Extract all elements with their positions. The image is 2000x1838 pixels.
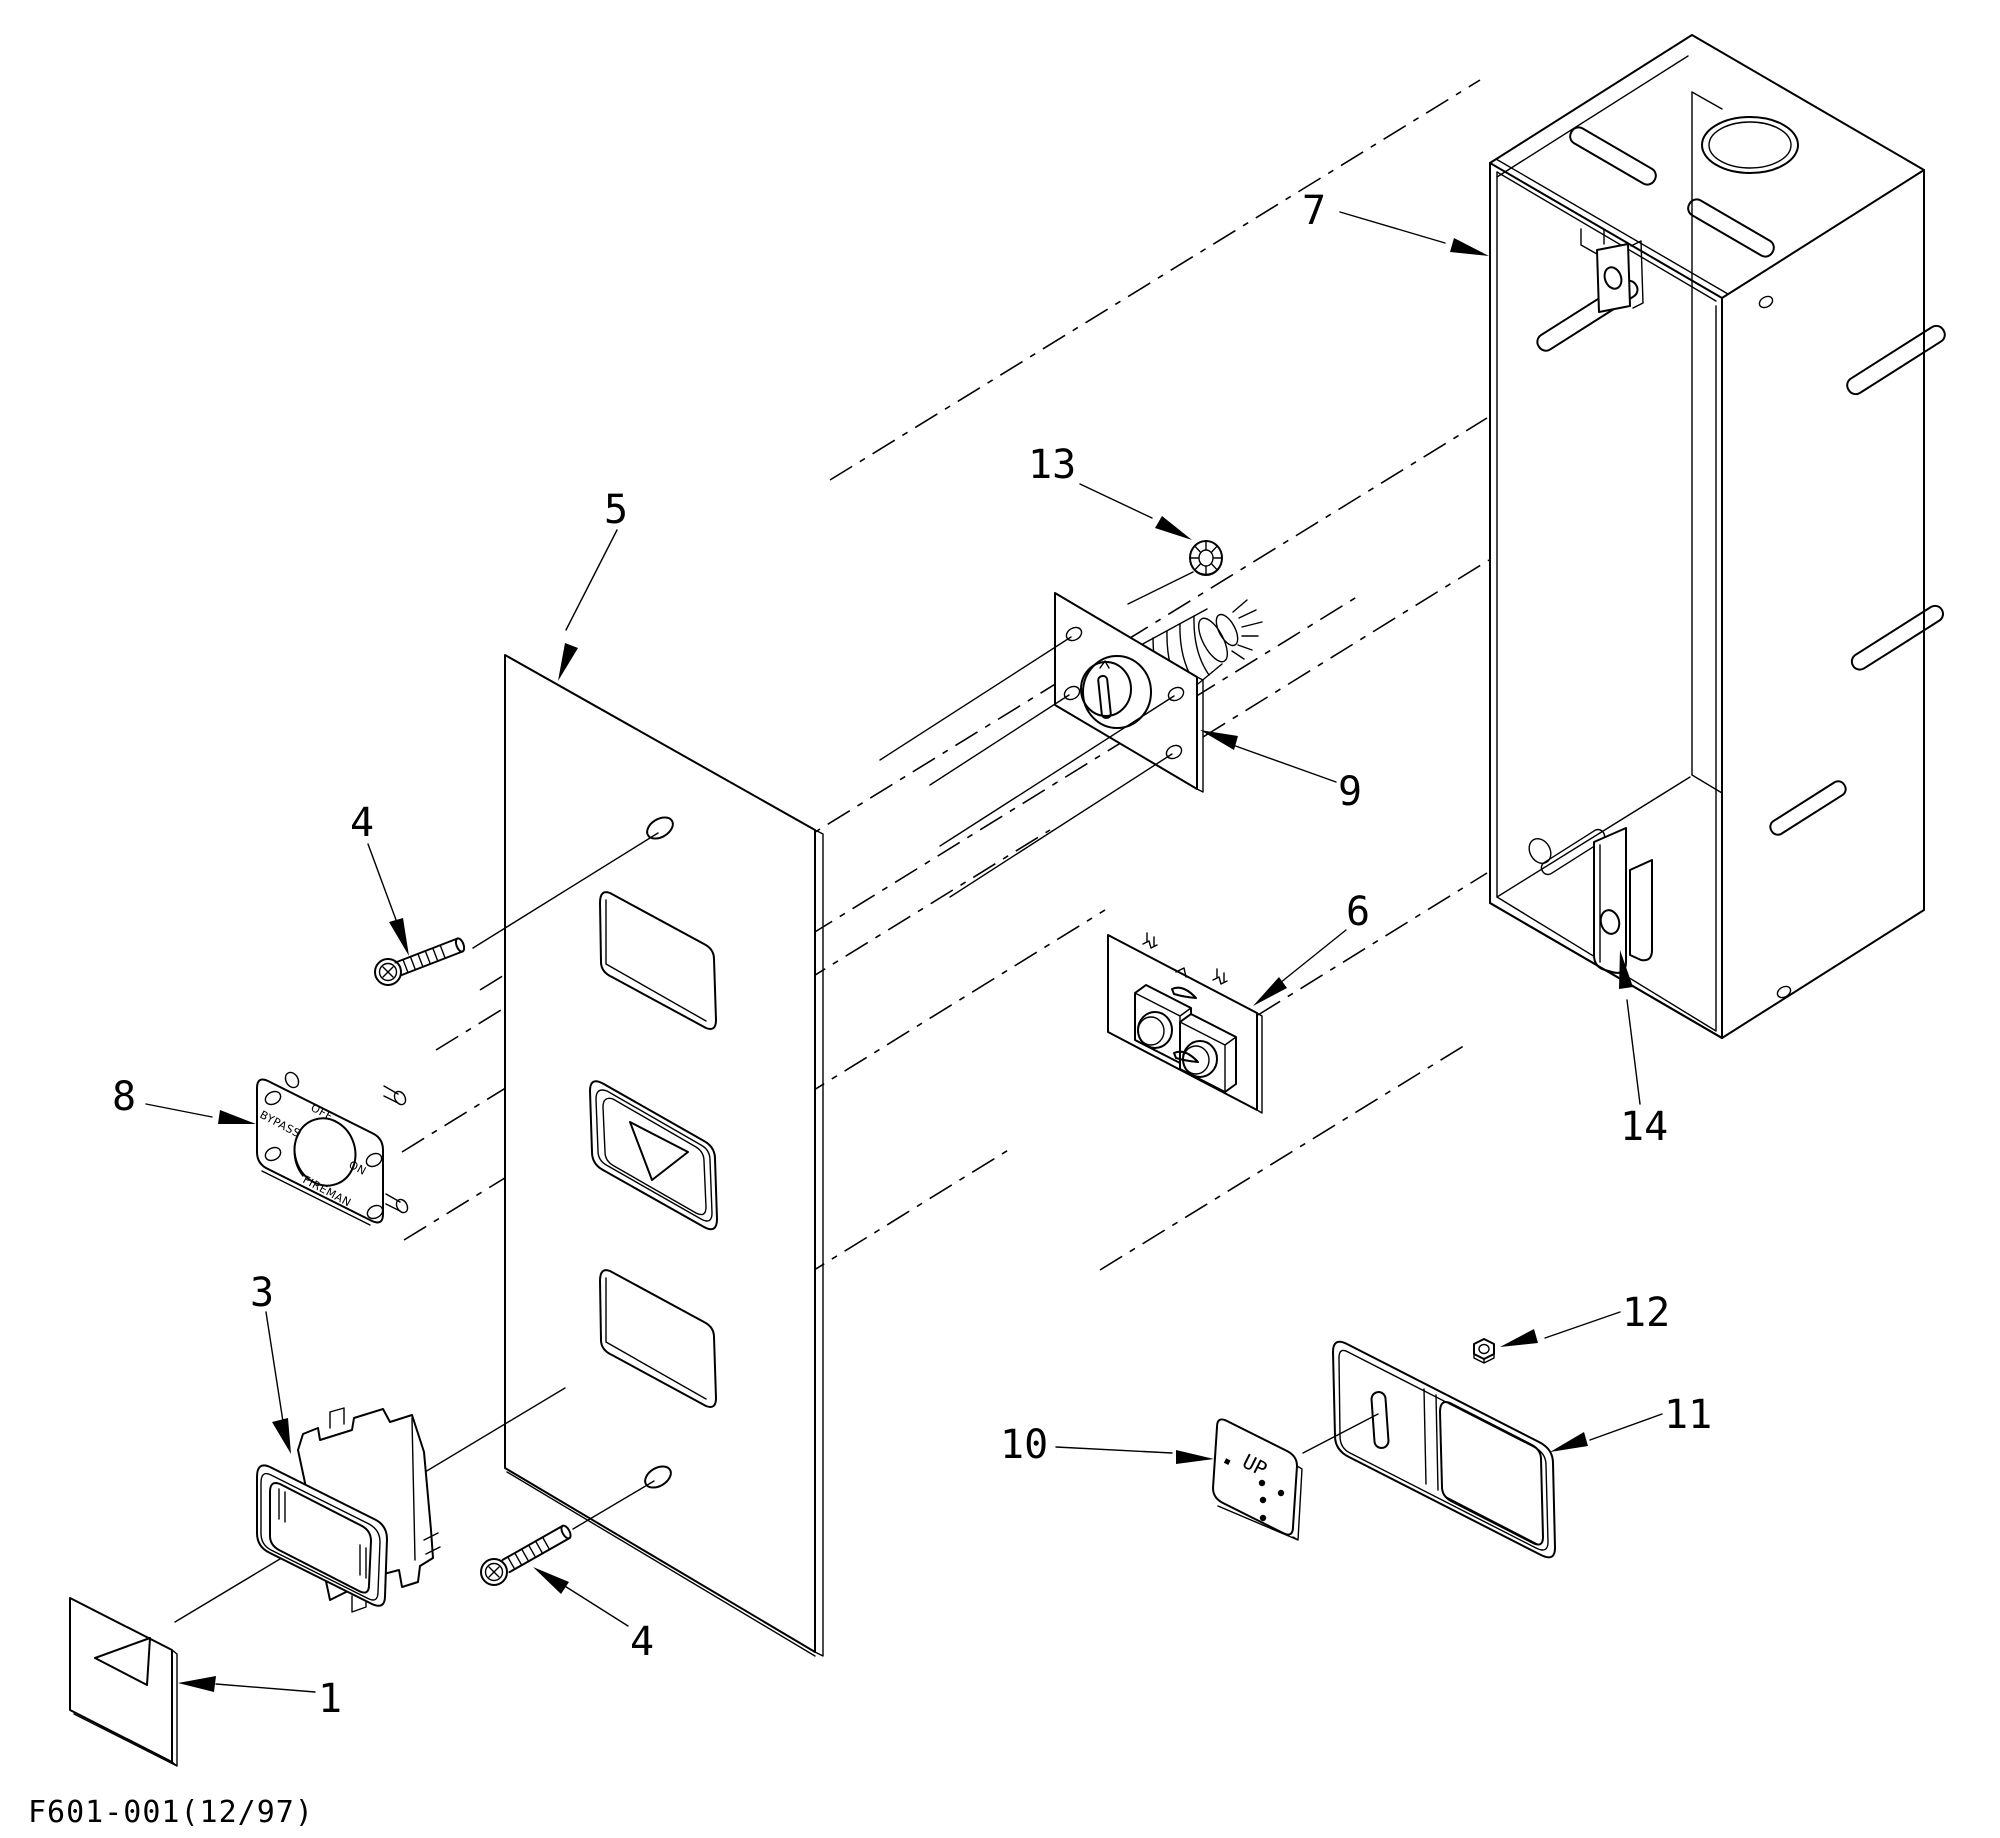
- right-slot-1: [1846, 324, 1946, 396]
- right-slot-3: [1769, 780, 1847, 836]
- pushbutton-assembly: [256, 1407, 441, 1613]
- bottom-mounting-tab: [1593, 827, 1653, 974]
- callout-7: 7: [1302, 188, 1489, 256]
- faceplate-cutout-upper: [599, 891, 717, 1030]
- arrow-plate: [69, 1597, 178, 1767]
- side-hole-lower: [1528, 837, 1552, 865]
- switch-terminals: [1231, 599, 1263, 660]
- callout-4-top-label: 4: [350, 800, 374, 846]
- callout-4-top: 4: [350, 800, 409, 956]
- button-bezel-frame: [1332, 1340, 1556, 1559]
- bezel-window: [1439, 1401, 1544, 1546]
- callout-10: 10: [1000, 1422, 1214, 1468]
- top-slot-2: [1687, 198, 1775, 258]
- callout-13: 13: [1028, 442, 1192, 540]
- tab-hole: [1603, 266, 1623, 290]
- bezel-key-slot: [1370, 1391, 1390, 1449]
- pcb-terminal-1: [1142, 932, 1158, 949]
- callout-14: 14: [1619, 950, 1668, 1150]
- knockout-circle: [1701, 116, 1799, 174]
- lock-cylinder: [1082, 655, 1152, 729]
- callout-4-bottom-label: 4: [630, 1619, 654, 1665]
- key-slot: [1097, 674, 1112, 719]
- faceplate-cutout-lower: [599, 1269, 717, 1408]
- callout-9: 9: [1200, 730, 1362, 815]
- right-slot-2: [1850, 604, 1944, 671]
- upper-mounting-tab: [1580, 228, 1644, 313]
- faceplate: [504, 654, 824, 1657]
- callout-1: 1: [178, 1676, 342, 1722]
- callout-3: 3: [250, 1270, 291, 1454]
- arrow-plate-triangle: [94, 1637, 151, 1686]
- side-slot-upper: [1536, 279, 1639, 352]
- callout-5: 5: [558, 487, 628, 681]
- callout-8-label: 8: [112, 1074, 136, 1120]
- key-switch: [1054, 592, 1263, 793]
- screw-top: [374, 937, 466, 986]
- callouts: 1 3 4 4 5 6 7: [112, 188, 1712, 1722]
- callout-6: 6: [1253, 889, 1370, 1006]
- callout-11-label: 11: [1664, 1392, 1712, 1438]
- faceplate-button-bezel: [589, 1080, 718, 1231]
- callout-5-label: 5: [604, 487, 628, 533]
- speed-nut: [1189, 540, 1223, 576]
- keyswitch-hole: [293, 1117, 357, 1187]
- up-button-cap: UP: [1212, 1418, 1303, 1541]
- callout-6-label: 6: [1346, 889, 1370, 935]
- down-arrow-triangle: [629, 1121, 689, 1181]
- callout-13-label: 13: [1028, 442, 1076, 488]
- leader-lines: [472, 571, 1379, 1530]
- callout-12-label: 12: [1622, 1290, 1670, 1336]
- tab-14-hole: [1599, 909, 1621, 935]
- callout-14-label: 14: [1620, 1104, 1668, 1150]
- callout-4-bottom: 4: [533, 1567, 654, 1665]
- callout-11: 11: [1550, 1392, 1712, 1452]
- callout-7-label: 7: [1302, 188, 1326, 234]
- drawing-number: F601-001(12/97): [28, 1795, 314, 1830]
- bypass-plate: BYPASS OFF ON FIREMAN: [256, 1071, 409, 1226]
- callout-3-label: 3: [250, 1270, 274, 1316]
- top-slot-1: [1569, 126, 1657, 186]
- screw-bottom: [480, 1524, 572, 1586]
- callout-9-label: 9: [1338, 769, 1362, 815]
- callout-12: 12: [1500, 1290, 1670, 1347]
- pcb-terminal-2: [1212, 968, 1228, 985]
- side-slot-lower: [1540, 828, 1606, 876]
- mounting-box: [1489, 34, 1946, 1039]
- callout-10-label: 10: [1000, 1422, 1048, 1468]
- callout-1-label: 1: [318, 1676, 342, 1722]
- callout-8: 8: [112, 1074, 256, 1124]
- faceplate-screw-hole-top: [646, 816, 674, 840]
- button-pcb: [1107, 932, 1263, 1114]
- hex-nut: [1473, 1338, 1495, 1364]
- faceplate-screw-hole-bottom: [644, 1465, 672, 1489]
